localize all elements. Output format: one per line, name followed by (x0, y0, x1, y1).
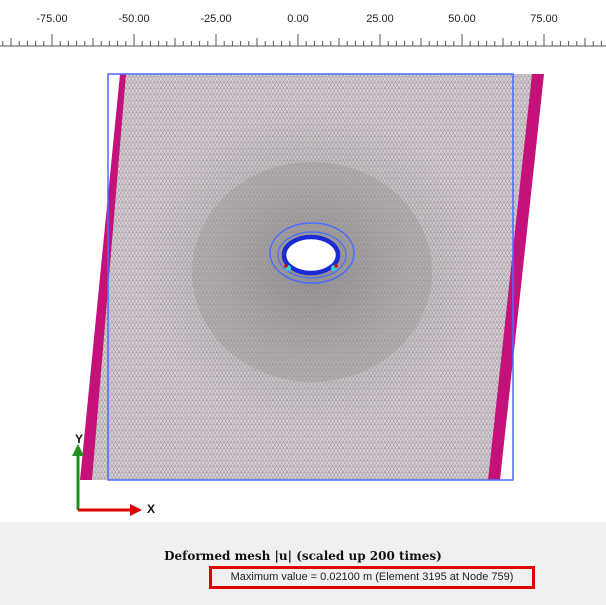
y-axis-label: Y (75, 432, 84, 446)
deformed-mesh-canvas[interactable] (0, 52, 606, 522)
ruler-label: 25.00 (366, 13, 394, 25)
tunnel-outer-ring (269, 222, 355, 284)
model-outline (107, 73, 514, 481)
tunnel-node-right (334, 264, 338, 268)
model-viewport[interactable]: Y X (0, 52, 606, 522)
tunnel-lining (281, 234, 341, 276)
tunnel-node-left (284, 264, 288, 268)
axis-triad (72, 444, 142, 516)
legend-panel: Deformed mesh |u| (scaled up 200 times) … (0, 522, 606, 605)
ruler-label: 50.00 (448, 13, 476, 25)
maximum-value-readout: Maximum value = 0.02100 m (Element 3195 … (209, 566, 535, 589)
ruler-label: -50.00 (118, 13, 150, 25)
tunnel-middle-ring (277, 231, 347, 279)
boundary-right-sliver (486, 74, 544, 480)
ruler-scale (0, 34, 606, 47)
ruler-label: -25.00 (200, 13, 232, 25)
plot-title: Deformed mesh |u| (scaled up 200 times) (164, 549, 442, 563)
horizontal-ruler: -75.00 -50.00 -25.00 0.00 25.00 50.00 75… (0, 0, 606, 52)
ruler-label: 75.00 (530, 13, 558, 25)
ruler-label: 0.00 (287, 13, 309, 25)
ruler-label: -75.00 (36, 13, 68, 25)
x-axis-label: X (147, 502, 156, 516)
